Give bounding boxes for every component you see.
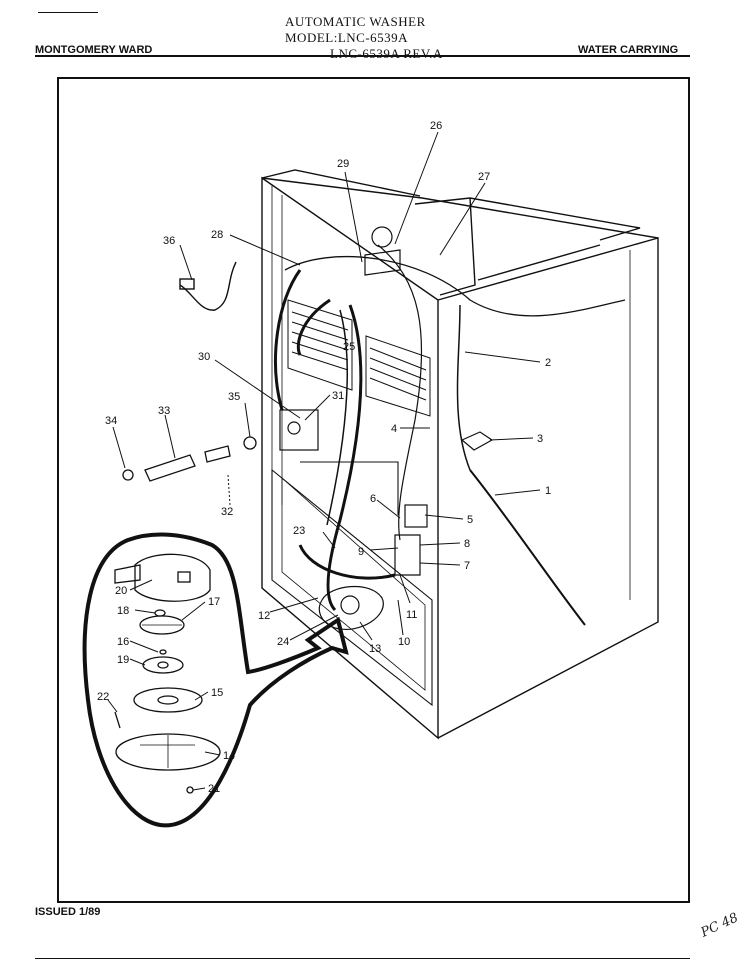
callout-17: 17 xyxy=(208,596,220,608)
callout-4: 4 xyxy=(391,423,397,435)
power-plug xyxy=(179,278,195,290)
callout-7: 7 xyxy=(464,560,470,572)
callout-21: 21 xyxy=(208,783,220,795)
leader-lines xyxy=(107,131,541,791)
callout-18: 18 xyxy=(117,605,129,617)
callout-28: 28 xyxy=(211,229,223,241)
callout-6: 6 xyxy=(370,493,376,505)
callout-8: 8 xyxy=(464,538,470,550)
callout-19: 19 xyxy=(117,654,129,666)
callout-23: 23 xyxy=(293,525,305,537)
callout-11: 11 xyxy=(406,609,417,621)
callout-15: 15 xyxy=(211,687,223,699)
wiring-harness xyxy=(284,256,626,317)
callout-26: 26 xyxy=(430,120,442,132)
callout-5: 5 xyxy=(467,514,473,526)
callout-3: 3 xyxy=(537,433,543,445)
header-line-2: MODEL:LNC-6539A xyxy=(285,30,409,45)
bottom-rule xyxy=(35,958,690,959)
cabinet-parts xyxy=(279,226,494,630)
section-label: WATER CARRYING xyxy=(578,44,679,56)
callout-9: 9 xyxy=(358,546,364,558)
callout-2: 2 xyxy=(545,357,551,369)
callout-24: 24 xyxy=(277,636,289,648)
vent-louvers xyxy=(287,299,431,417)
header-rule xyxy=(35,55,690,57)
fill-connectors xyxy=(122,436,257,482)
lower-panel xyxy=(271,461,433,707)
diagram-frame xyxy=(57,77,690,903)
callout-12: 12 xyxy=(258,610,270,622)
callout-27: 27 xyxy=(478,171,490,183)
top-short-rule xyxy=(38,12,98,13)
callout-30: 30 xyxy=(198,351,210,363)
pump-exploded-parts xyxy=(114,553,221,794)
callout-36: 36 xyxy=(163,235,175,247)
issued-date: ISSUED 1/89 xyxy=(35,906,101,918)
brand-label: MONTGOMERY WARD xyxy=(35,44,153,56)
callout-10: 10 xyxy=(398,636,410,648)
callout-33: 33 xyxy=(158,405,170,417)
callout-1: 1 xyxy=(545,485,551,497)
callout-34: 34 xyxy=(105,415,117,427)
header-line-1: AUTOMATIC WASHER xyxy=(285,14,426,29)
hoses xyxy=(274,244,586,626)
callout-35: 35 xyxy=(228,391,240,403)
header-line-3: LNC-6539A REV.A xyxy=(330,46,443,61)
detail-bubble xyxy=(82,532,349,828)
callout-20: 20 xyxy=(115,585,127,597)
callout-13: 13 xyxy=(369,643,381,655)
callout-16: 16 xyxy=(117,636,129,648)
callout-25: 25 xyxy=(343,341,355,353)
callout-32: 32 xyxy=(221,506,233,518)
callout-labels: 1 2 3 4 5 6 7 8 9 10 11 12 13 14 15 16 1… xyxy=(97,120,551,795)
callout-22: 22 xyxy=(97,691,109,703)
callout-14: 14 xyxy=(223,750,235,762)
callout-31: 31 xyxy=(332,390,344,402)
callout-29: 29 xyxy=(337,158,349,170)
power-cord xyxy=(179,261,237,311)
